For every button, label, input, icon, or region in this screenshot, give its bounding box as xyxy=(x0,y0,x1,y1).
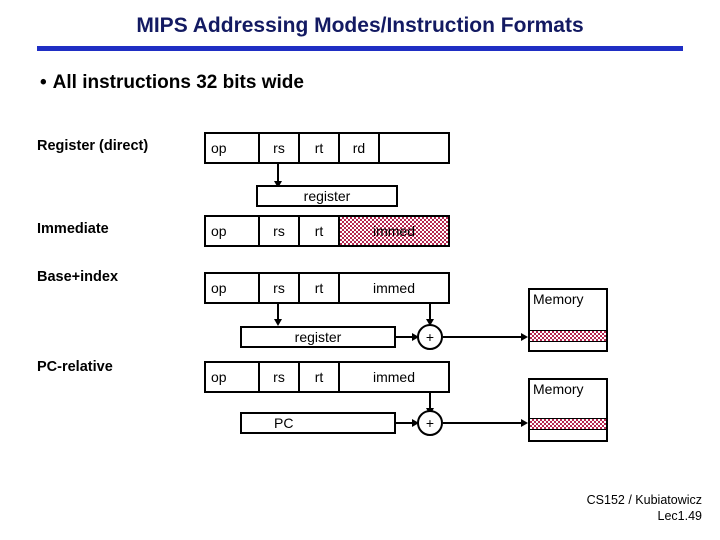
connector-adder-to-memory xyxy=(443,336,525,338)
field-op: op xyxy=(206,134,260,162)
box-register-label: register xyxy=(294,329,342,345)
footer-course: CS152 / Kubiatowicz xyxy=(586,493,702,507)
connector-rs-to-register xyxy=(277,164,279,186)
arrowhead-register-to-adder-icon xyxy=(412,333,419,341)
bullet-item-all-instructions: •All instructions 32 bits wide xyxy=(40,72,304,94)
memory-label: Memory xyxy=(533,381,584,397)
field-rt: rt xyxy=(300,274,340,302)
arrowhead-adder-to-memory-icon xyxy=(521,419,528,427)
field-rs: rs xyxy=(260,217,300,245)
field-rd: rd xyxy=(340,134,380,162)
box-base-index-register: register xyxy=(240,326,396,348)
connector-pc-to-adder xyxy=(396,422,416,424)
arrowhead-rs-to-register-icon xyxy=(274,319,282,326)
arrowhead-adder-to-memory-icon xyxy=(521,333,528,341)
field-rs: rs xyxy=(260,134,300,162)
slide-footer: CS152 / Kubiatowicz Lec1.49 xyxy=(587,492,702,524)
field-op: op xyxy=(206,363,260,391)
field-blank xyxy=(380,134,448,162)
box-register-label: register xyxy=(303,188,351,204)
field-rt: rt xyxy=(300,134,340,162)
box-pc-label: PC xyxy=(274,415,294,431)
adder-base-index: + xyxy=(417,324,443,350)
field-immed: immed xyxy=(340,274,448,302)
row-label-immediate: Immediate xyxy=(37,221,109,237)
bullet-text: All instructions 32 bits wide xyxy=(52,72,304,93)
memory-highlight-band xyxy=(530,418,606,430)
row-label-base-index: Base+index xyxy=(37,269,119,285)
box-register-direct-target: register xyxy=(256,185,398,207)
memory-label: Memory xyxy=(533,291,584,307)
instruction-format-register-direct: op rs rt rd xyxy=(204,132,450,164)
row-label-register-direct: Register (direct) xyxy=(37,138,149,154)
field-op: op xyxy=(206,217,260,245)
footer-lecture: Lec1.49 xyxy=(657,509,702,523)
instruction-format-pc-relative: op rs rt immed xyxy=(204,361,450,393)
page-title: MIPS Addressing Modes/Instruction Format… xyxy=(136,14,584,37)
connector-rs-to-register xyxy=(277,304,279,324)
field-immed: immed xyxy=(340,217,448,245)
field-rs: rs xyxy=(260,363,300,391)
box-pc-relative-pc: PC xyxy=(240,412,396,434)
memory-block-base-index: Memory xyxy=(528,288,608,352)
field-rt: rt xyxy=(300,363,340,391)
field-rt: rt xyxy=(300,217,340,245)
arrowhead-rs-to-register-icon xyxy=(274,181,282,188)
bullet-marker-icon: • xyxy=(40,72,47,93)
field-op: op xyxy=(206,274,260,302)
field-immed: immed xyxy=(340,363,448,391)
arrowhead-pc-to-adder-icon xyxy=(412,419,419,427)
field-rs: rs xyxy=(260,274,300,302)
title-underline-rule xyxy=(37,46,683,51)
arrowhead-immed-to-adder-icon xyxy=(426,319,434,326)
instruction-format-immediate: op rs rt immed xyxy=(204,215,450,247)
memory-highlight-band xyxy=(530,330,606,342)
adder-pc-relative: + xyxy=(417,410,443,436)
instruction-format-base-index: op rs rt immed xyxy=(204,272,450,304)
adder-plus-label: + xyxy=(425,415,435,431)
connector-adder-to-memory xyxy=(443,422,525,424)
connector-immed-to-adder xyxy=(429,304,431,324)
memory-block-pc-relative: Memory xyxy=(528,378,608,442)
row-label-pc-relative: PC-relative xyxy=(37,359,113,375)
connector-immed-to-adder xyxy=(429,393,431,413)
connector-register-to-adder xyxy=(396,336,416,338)
adder-plus-label: + xyxy=(425,329,435,345)
